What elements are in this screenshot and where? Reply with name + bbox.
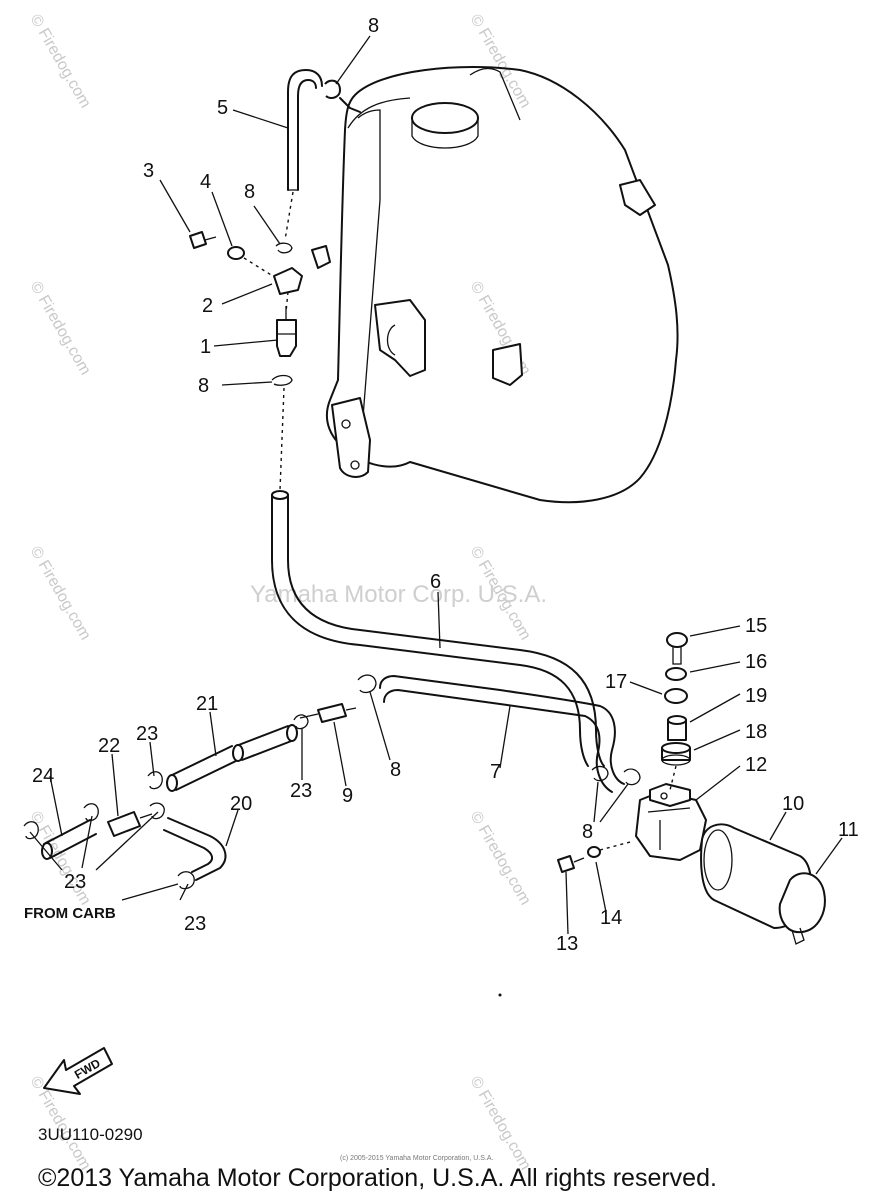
callout-9: 9 <box>342 785 353 807</box>
fuel-hose-main <box>271 490 605 767</box>
tank-clip <box>492 343 523 386</box>
speck <box>498 993 502 997</box>
washer-16 <box>665 667 687 681</box>
callout-8-pump: 8 <box>582 821 593 843</box>
leader-lines <box>29 35 843 935</box>
copyright-notice: ©2013 Yamaha Motor Corporation, U.S.A. A… <box>38 1164 717 1192</box>
hose-21 <box>166 724 298 792</box>
filter-end-cap <box>778 872 826 934</box>
bracket-tab <box>311 245 331 269</box>
t-joint <box>107 811 141 837</box>
callout-12: 12 <box>745 754 767 776</box>
callout-14: 14 <box>600 907 622 929</box>
joint-9 <box>293 703 357 730</box>
fuel-cock-assembly <box>189 231 331 491</box>
fuel-cock <box>276 319 297 357</box>
callout-23-c: 23 <box>64 871 86 893</box>
callout-4: 4 <box>200 171 211 193</box>
from-carb-label: FROM CARB <box>24 905 116 922</box>
hose-joint <box>317 703 347 723</box>
pump-fittings <box>661 632 691 791</box>
callout-8-upper: 8 <box>244 181 255 203</box>
callout-19: 19 <box>745 685 767 707</box>
callout-6: 6 <box>430 571 441 593</box>
callout-2: 2 <box>202 295 213 317</box>
watermark-lower-left: © Firedog.com <box>27 544 94 644</box>
filler-neck <box>411 102 479 134</box>
callout-10: 10 <box>782 793 804 815</box>
vent-hose <box>284 69 341 241</box>
watermark-bottom-right: © Firedog.com <box>467 809 534 909</box>
pump-clips <box>357 674 641 786</box>
callout-20: 20 <box>230 793 252 815</box>
callout-23-a: 23 <box>136 723 158 745</box>
callout-11: 11 <box>838 819 859 841</box>
fwd-arrow-icon: FWD <box>43 1047 113 1095</box>
watermark-top-right: © Firedog.com <box>467 12 534 112</box>
watermark-center: Yamaha Motor Corp. U.S.A. <box>250 581 547 608</box>
callout-8-lower: 8 <box>390 759 401 781</box>
callout-22: 22 <box>98 735 120 757</box>
small-copyright: (c) 2005-2015 Yamaha Motor Corporation, … <box>340 1155 493 1162</box>
watermark-top-left: © Firedog.com <box>27 12 94 112</box>
washer-14 <box>587 846 601 858</box>
fuel-cock-bracket <box>273 267 303 295</box>
callout-16: 16 <box>745 651 767 673</box>
fuel-hose-return <box>379 675 625 793</box>
callout-1: 1 <box>200 336 211 358</box>
tank-foot <box>331 397 371 478</box>
callout-numbers: 8 5 3 4 8 2 1 8 6 15 16 17 19 21 18 23 2… <box>32 15 859 955</box>
callout-21: 21 <box>196 693 218 715</box>
callout-23-d: 23 <box>184 913 206 935</box>
watermark-mid-left: © Firedog.com <box>27 279 94 379</box>
watermarks: © Firedog.com © Firedog.com © Firedog.co… <box>27 12 547 1174</box>
fuel-tank <box>325 66 679 504</box>
bolt <box>189 231 207 249</box>
callout-17: 17 <box>605 671 627 693</box>
pump-cap <box>649 783 691 807</box>
callout-24: 24 <box>32 765 54 787</box>
pump-mount-hardware <box>557 841 631 873</box>
callout-13: 13 <box>556 933 578 955</box>
callout-15: 15 <box>745 615 767 637</box>
screw-head <box>666 632 688 648</box>
fuel-pump-assembly <box>635 783 826 945</box>
diagram-code: 3UU110-0290 <box>38 1125 143 1144</box>
callout-8-top: 8 <box>368 15 379 37</box>
hose-20 <box>163 817 227 890</box>
callout-3: 3 <box>143 160 154 182</box>
callout-8-mid: 8 <box>198 375 209 397</box>
callout-23-b: 23 <box>290 780 312 802</box>
washer <box>227 246 245 260</box>
callout-5: 5 <box>217 97 228 119</box>
bolt-13 <box>557 855 575 873</box>
callout-7: 7 <box>490 761 501 783</box>
callout-18: 18 <box>745 721 767 743</box>
tank-bracket-side <box>374 299 426 377</box>
grommet <box>664 688 688 704</box>
tank-bracket-upper <box>619 179 656 216</box>
vent-clamp <box>324 79 341 99</box>
